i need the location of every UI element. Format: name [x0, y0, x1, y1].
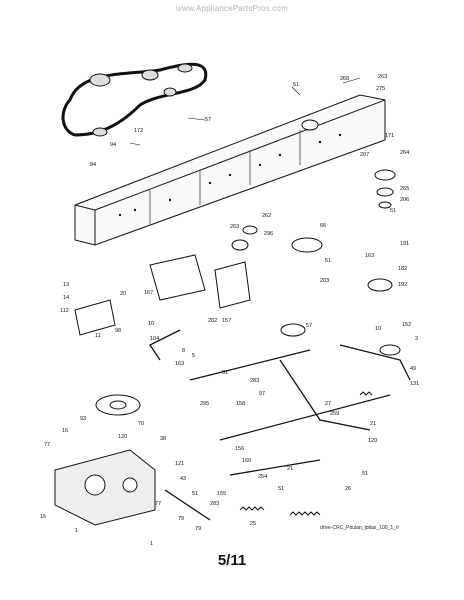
pulley-large	[95, 394, 141, 416]
callout-15: 15	[40, 514, 46, 520]
callout-104: 104	[150, 336, 159, 342]
callout-207: 207	[360, 152, 369, 158]
callout-66: 66	[320, 223, 326, 229]
callout-263: 263	[378, 74, 387, 80]
callout-77: 77	[44, 442, 50, 448]
transaxle	[54, 449, 156, 526]
callout-3: 3	[415, 336, 418, 342]
callout-262: 262	[262, 213, 271, 219]
callout-152: 152	[402, 322, 411, 328]
callout-182: 182	[398, 266, 407, 272]
watermark-text: www.AppliancePartsPros.com	[176, 4, 288, 13]
right-pulley-stack	[280, 169, 401, 356]
callout-275: 275	[376, 86, 385, 92]
callout-51g: 51	[278, 486, 284, 492]
callout-5: 5	[192, 353, 195, 359]
page-number: 5/11	[217, 552, 247, 569]
callout-21b: 21	[287, 466, 293, 472]
callout-51d: 51	[222, 370, 228, 376]
callout-283: 283	[250, 378, 259, 384]
callout-51b: 51	[390, 208, 396, 214]
callout-268: 268	[340, 76, 349, 82]
frame-assembly	[74, 94, 386, 246]
callout-120b: 120	[368, 438, 377, 444]
callout-77b: 77	[155, 501, 161, 507]
callout-94: 94	[110, 142, 116, 148]
callout-21: 21	[370, 421, 376, 427]
callout-49: 49	[410, 366, 416, 372]
callout-25: 25	[250, 521, 256, 527]
callout-155: 155	[217, 491, 226, 497]
diagram-file-label: drive-CRC_Poulan_Ipitas_100_1_rl	[320, 525, 399, 531]
callout-259: 259	[330, 411, 339, 417]
callout-51a: 51	[293, 82, 299, 88]
callout-263b: 263	[230, 224, 239, 230]
callout-264: 264	[400, 150, 409, 156]
frame-holes	[118, 133, 342, 217]
callout-26: 26	[345, 486, 351, 492]
callout-43: 43	[180, 476, 186, 482]
part-callouts: 57 172 94 84 51 268 263 275 171 207 264 …	[40, 74, 419, 547]
callout-206: 206	[400, 197, 409, 203]
callout-16: 16	[62, 428, 68, 434]
callout-8: 8	[182, 348, 185, 354]
callout-97: 97	[259, 391, 265, 397]
callout-156: 156	[235, 446, 244, 452]
callout-172: 172	[134, 128, 143, 134]
callout-191: 191	[400, 241, 409, 247]
callout-202: 202	[208, 318, 217, 324]
callout-70: 70	[138, 421, 144, 427]
callout-93: 93	[80, 416, 86, 422]
callout-160: 160	[242, 458, 251, 464]
callout-203: 203	[320, 278, 329, 284]
drive-belt	[61, 62, 208, 137]
callout-112: 112	[60, 308, 69, 314]
center-components	[74, 225, 258, 336]
callout-283b: 283	[210, 501, 219, 507]
callout-157: 157	[222, 318, 231, 324]
callout-51e: 51	[362, 471, 368, 477]
callout-296: 296	[264, 231, 273, 237]
callout-11: 11	[95, 333, 101, 339]
callout-295: 295	[200, 401, 209, 407]
callout-10: 10	[148, 321, 154, 327]
callout-38: 38	[160, 436, 166, 442]
callout-13: 13	[63, 282, 69, 288]
callout-1: 1	[75, 528, 78, 534]
callout-51f: 51	[192, 491, 198, 497]
callout-121: 121	[175, 461, 184, 467]
callout-14: 14	[63, 295, 69, 301]
callout-79b: 79	[195, 526, 201, 532]
callout-84: 84	[90, 162, 96, 168]
callout-254: 254	[258, 474, 267, 480]
callout-57b: 57	[306, 323, 312, 329]
callout-57: 57	[205, 117, 211, 123]
callout-27: 27	[325, 401, 331, 407]
callout-163: 163	[365, 253, 374, 259]
callout-163b: 163	[175, 361, 184, 367]
callout-51c: 51	[325, 258, 331, 264]
callout-131: 131	[410, 381, 419, 387]
callout-20: 20	[120, 291, 126, 297]
callout-120: 120	[118, 434, 127, 440]
callout-158: 158	[236, 401, 245, 407]
callout-265: 265	[400, 186, 409, 192]
callout-leaders	[129, 77, 361, 146]
callout-1b: 1	[150, 541, 153, 547]
linkage-rods	[149, 329, 411, 521]
callout-10b: 10	[375, 326, 381, 332]
springs	[239, 391, 373, 516]
callout-167: 167	[144, 290, 153, 296]
belt-pulleys	[89, 63, 193, 137]
callout-98: 98	[115, 328, 121, 334]
callout-79: 79	[178, 516, 184, 522]
callout-171: 171	[385, 133, 394, 139]
callout-192: 192	[398, 282, 407, 288]
